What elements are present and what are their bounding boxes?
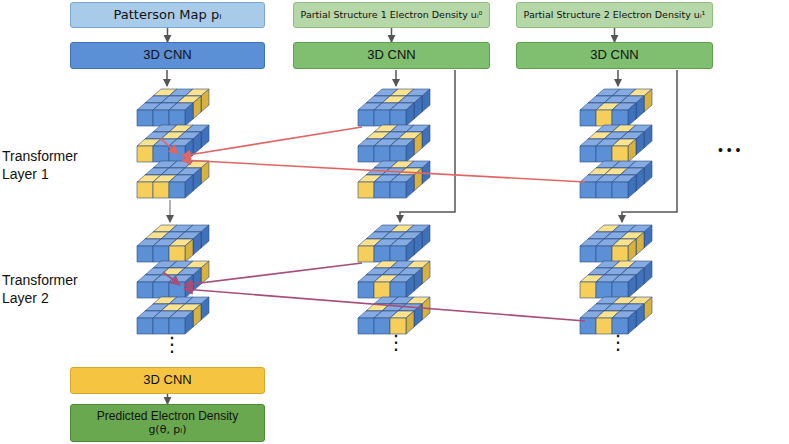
flow-arrow	[391, 28, 393, 42]
ellipsis: ⋮	[608, 330, 628, 355]
box-text: g(θ, pᵢ)	[148, 424, 186, 437]
box-text: Patterson Map pᵢ	[114, 8, 222, 23]
process-box: Predicted Electron Densityg(θ, pᵢ)	[70, 404, 265, 442]
process-box: 3D CNN	[293, 42, 490, 69]
ellipsis: ⋮	[162, 332, 182, 357]
ellipsis: • • •	[718, 142, 778, 160]
box-text: 3D CNN	[143, 48, 191, 63]
process-box: 3D CNN	[70, 42, 265, 69]
attention-lines	[160, 127, 585, 321]
process-box: Patterson Map pᵢ	[70, 2, 265, 28]
flow-arrow	[614, 28, 616, 42]
box-text: Partial Structure 1 Electron Density uᵢ⁰	[301, 10, 483, 21]
layer-label: Transformer Layer 1	[2, 148, 64, 183]
flow-arrow	[167, 28, 169, 42]
box-text: 3D CNN	[590, 48, 638, 63]
process-box: Partial Structure 2 Electron Density uᵢ¹	[516, 2, 713, 28]
layer-label: Transformer Layer 2	[2, 272, 64, 307]
ellipsis: ⋮	[386, 330, 406, 355]
process-box: Partial Structure 1 Electron Density uᵢ⁰	[293, 2, 490, 28]
process-box: 3D CNN	[516, 42, 713, 69]
process-box: 3D CNN	[70, 367, 265, 394]
flow-arrow	[167, 394, 169, 404]
box-text: 3D CNN	[143, 373, 191, 388]
box-text: Predicted Electron Density	[97, 410, 238, 424]
flow-lines	[167, 70, 677, 222]
box-text: 3D CNN	[367, 48, 415, 63]
box-text: Partial Structure 2 Electron Density uᵢ¹	[524, 10, 706, 21]
